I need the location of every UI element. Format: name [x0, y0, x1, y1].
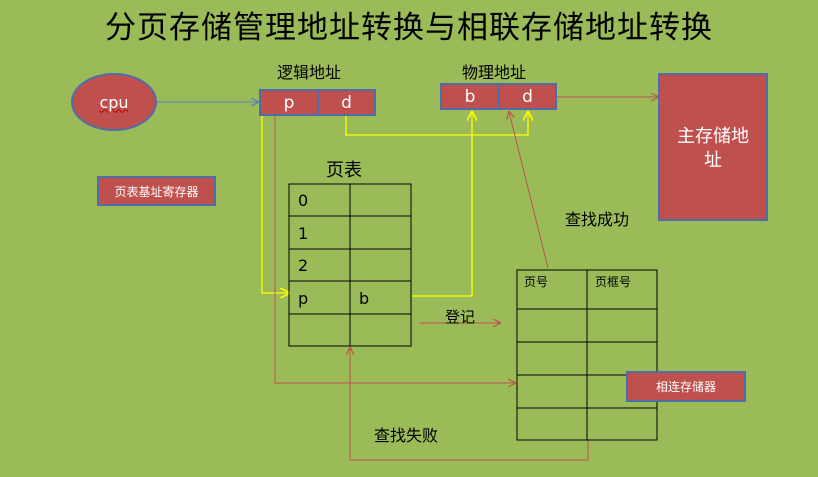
search-success-label: 查找成功	[565, 210, 630, 229]
assoc-col-page: 页号	[524, 275, 549, 289]
page-title: 分页存储管理地址转换与相联存储地址转换	[105, 10, 713, 46]
cpu-node: cpu	[71, 73, 157, 131]
page-table-register-label: 页表基址寄存器	[114, 184, 199, 199]
d-to-physical-d-line	[345, 112, 528, 136]
page-table-row-0: 0	[298, 191, 309, 210]
cpu-label: cpu	[99, 92, 129, 112]
main-memory-label: 主存储地址	[677, 126, 749, 171]
assoc-col-frame: 页框号	[595, 275, 632, 289]
logical-divider	[317, 91, 319, 114]
page-table-row-1: 1	[298, 224, 309, 243]
physical-divider	[498, 85, 500, 108]
search-fail-line	[350, 348, 589, 461]
main-memory-box: 主存储地址	[658, 73, 768, 221]
physical-address-label: 物理地址	[462, 63, 527, 82]
register-label: 登记	[445, 308, 476, 326]
p-to-assoc-line	[274, 116, 515, 383]
logical-d-cell: d	[341, 92, 352, 113]
logical-address-label: 逻辑地址	[277, 63, 342, 82]
assoc-success-line	[509, 112, 549, 269]
search-fail-label: 查找失败	[374, 426, 439, 445]
physical-b-cell: b	[464, 86, 476, 107]
page-table-row-2: 2	[298, 256, 309, 275]
page-table-grid	[288, 183, 412, 347]
assoc-memory-label: 相连存储器	[655, 380, 716, 394]
assoc-grid	[516, 269, 658, 441]
b-to-physical-b-line	[412, 112, 472, 297]
p-to-page-table-line	[261, 116, 289, 293]
physical-d-cell: d	[522, 86, 533, 107]
page-table-label: 页表	[326, 160, 362, 181]
page-table-frame-b: b	[359, 289, 370, 308]
page-table-register-box: 页表基址寄存器	[97, 176, 216, 206]
logical-p-cell: p	[283, 92, 295, 113]
page-table-row-p: p	[298, 289, 309, 308]
assoc-memory-box: 相连存储器	[626, 371, 746, 402]
